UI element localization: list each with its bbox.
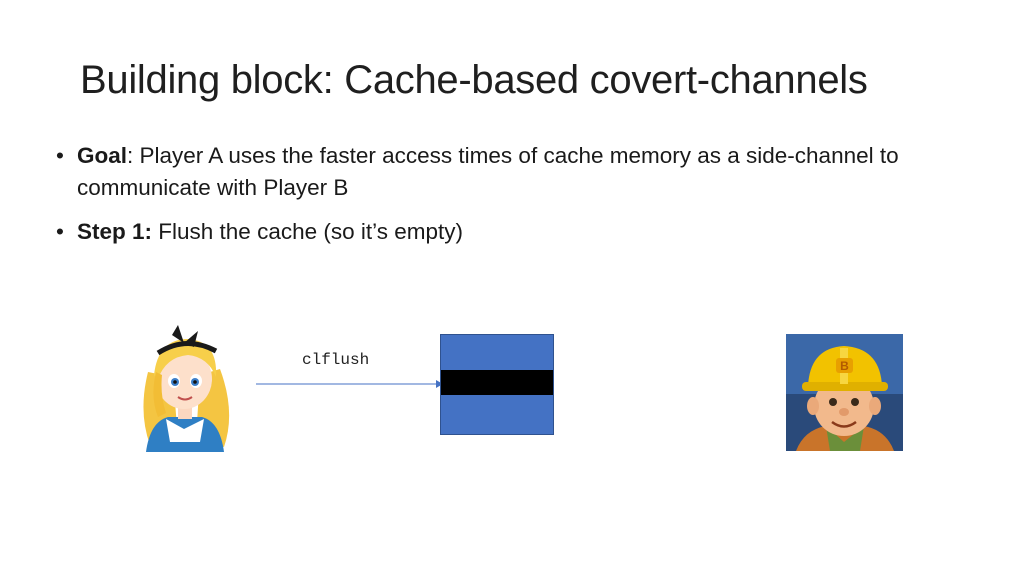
clflush-instruction-label: clflush — [302, 351, 370, 369]
bullet-marker: • — [56, 219, 64, 244]
cache-block — [440, 334, 554, 435]
clflush-arrow — [256, 380, 443, 388]
bullet-step-1-label: Step 1: — [77, 219, 153, 244]
slide-title: Building block: Cache-based covert-chann… — [80, 58, 868, 102]
bullet-marker: • — [56, 143, 64, 168]
bullet-step-1-text: Flush the cache (so it’s empty) — [152, 219, 463, 244]
alice-character-icon — [143, 325, 230, 452]
bob-builder-character-icon: B — [786, 334, 903, 451]
flushed-cache-line — [441, 370, 553, 395]
bullet-list: • Goal: Player A uses the faster access … — [56, 140, 956, 260]
bullet-step-1: • Step 1: Flush the cache (so it’s empty… — [56, 216, 956, 248]
bullet-goal-text: : Player A uses the faster access times … — [77, 143, 899, 200]
bullet-goal: • Goal: Player A uses the faster access … — [56, 140, 956, 204]
svg-text:B: B — [840, 359, 849, 373]
bullet-goal-label: Goal — [77, 143, 128, 168]
